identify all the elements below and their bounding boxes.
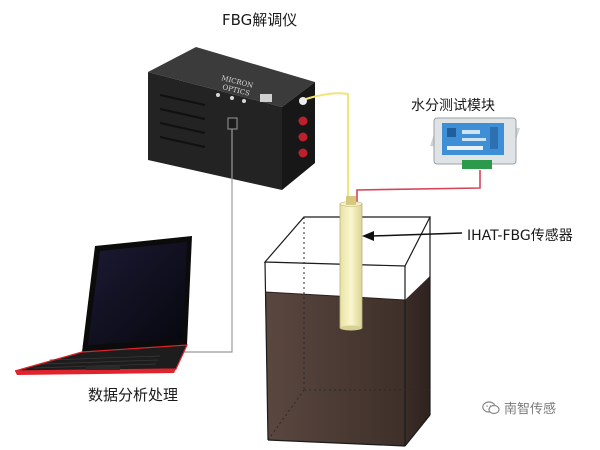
- usb-cable: [180, 129, 233, 353]
- vent-slots: [159, 94, 206, 148]
- fiber-channel-port: [299, 97, 307, 105]
- data-processing-label: 数据分析处理: [88, 386, 179, 404]
- fiber-channel-port: [298, 148, 308, 158]
- fbg-demodulator: MICRON OPTICS: [148, 47, 315, 190]
- moisture-test-module: [430, 117, 520, 169]
- indicator-led: [230, 96, 234, 100]
- fiber-channel-port: [298, 132, 308, 142]
- fiber-cable: [305, 92, 349, 205]
- signal-cable: [356, 170, 481, 205]
- display-window: [260, 94, 272, 102]
- fiber-channel-port: [298, 116, 308, 126]
- soil-side: [405, 276, 430, 446]
- fbg-demodulator-label: FBG解调仪: [222, 11, 298, 29]
- laptop-icon: [14, 236, 192, 375]
- laptop-screen: [88, 242, 187, 345]
- watermark: 南智传感: [482, 398, 556, 417]
- ihat-fbg-sensor: [339, 196, 363, 331]
- soil-front: [265, 292, 405, 446]
- indicator-led: [216, 93, 220, 97]
- watermark-text: 南智传感: [504, 402, 557, 417]
- moisture-module-label: 水分测试模块: [411, 98, 495, 114]
- indicator-led: [242, 99, 246, 103]
- soil-box: [263, 216, 431, 447]
- usb-port: [227, 117, 238, 130]
- sensor-pointer-arrow: [362, 231, 463, 241]
- wechat-logo-icon: [482, 400, 500, 414]
- terminal-block: [462, 160, 492, 169]
- sensor-label: IHAT-FBG传感器: [467, 228, 573, 244]
